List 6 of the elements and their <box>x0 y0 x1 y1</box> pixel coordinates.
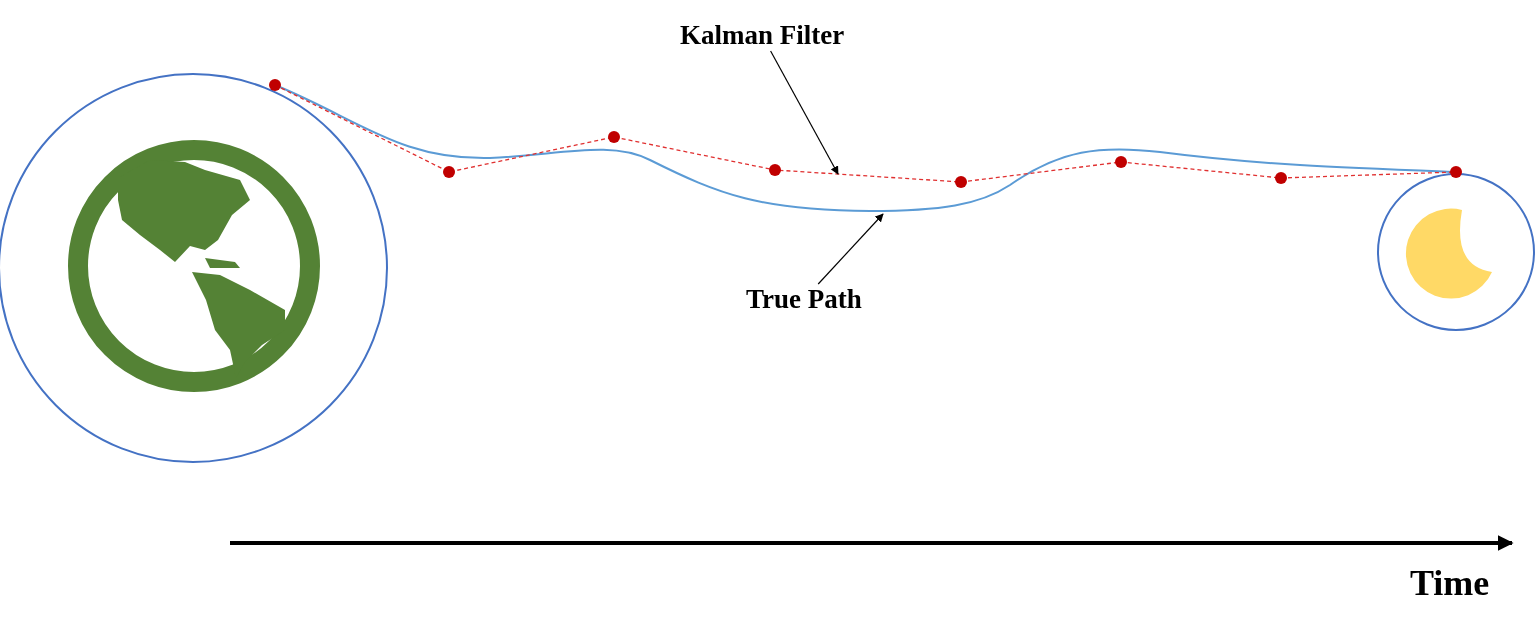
earth-moon-trajectory-drawing <box>0 73 1535 463</box>
callout-label: Kalman Filter <box>680 20 845 51</box>
leader-line <box>770 50 839 175</box>
callout-label: True Path <box>746 284 862 315</box>
axis-label: Time <box>1410 562 1490 604</box>
leader-line <box>817 213 884 285</box>
